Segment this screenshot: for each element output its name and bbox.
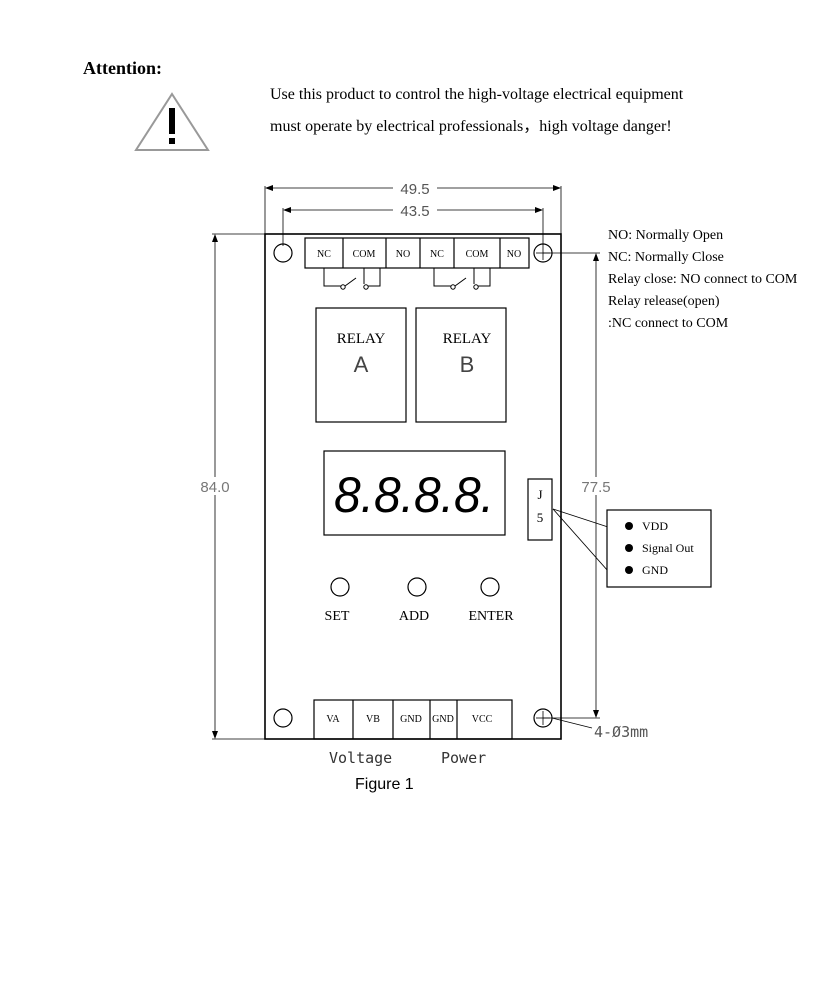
top-terminal-label: NO [507, 249, 521, 260]
relay-b-label: RELAY [443, 331, 492, 347]
relay-a-letter: A [354, 352, 369, 377]
holes-note: 4-Ø3mm [594, 723, 648, 741]
legend-line: NO: Normally Open [608, 228, 724, 243]
relay-b-box [415, 307, 507, 423]
power-label: Power [441, 749, 486, 767]
bottom-terminal-label: GND [432, 714, 454, 725]
top-terminal-label: COM [353, 249, 376, 260]
figure-caption: Figure 1 [355, 776, 414, 793]
bottom-terminal-block [313, 699, 513, 740]
top-terminal-label: NC [317, 249, 331, 260]
pin-gnd: GND [642, 563, 668, 577]
top-terminal-label: NC [430, 249, 444, 260]
set-button-circle [330, 577, 350, 597]
attention-line-1: Use this product to control the high-vol… [270, 86, 684, 103]
mounting-hole [533, 243, 553, 263]
set-button-label: SET [325, 609, 350, 624]
bottom-terminal-label: VA [326, 714, 340, 725]
warning-triangle-icon [134, 92, 210, 151]
bottom-terminal-label: VB [366, 714, 380, 725]
pin-dot [625, 566, 633, 574]
dim-hole-width: 43.5 [400, 203, 429, 220]
pin-vdd: VDD [642, 519, 668, 533]
top-terminal-block [304, 237, 530, 269]
relay-switch-symbol-a [323, 268, 381, 290]
j5-label-bottom: 5 [537, 510, 544, 525]
enter-button-label: ENTER [468, 609, 514, 624]
dim-outer-height: 84.0 [200, 479, 229, 496]
j5-connector [527, 478, 553, 541]
mounting-hole [273, 243, 293, 263]
relay-switch-symbol-b [433, 268, 491, 290]
legend-line: Relay close: NO connect to COM [608, 272, 798, 287]
bottom-terminal-label: VCC [472, 714, 493, 725]
legend-line: :NC connect to COM [608, 316, 729, 331]
dim-outer-width: 49.5 [400, 181, 429, 198]
bottom-terminal-label: GND [400, 714, 422, 725]
relay-b-letter: B [460, 352, 475, 377]
relay-a-box [315, 307, 407, 423]
pin-dot [625, 544, 633, 552]
attention-title: Attention: [83, 58, 162, 78]
add-button-label: ADD [399, 609, 429, 624]
dim-hole-height: 77.5 [581, 479, 610, 496]
display-digits: 8.8.8.8. [334, 467, 494, 523]
legend-line: NC: Normally Close [608, 250, 724, 265]
enter-button-circle [480, 577, 500, 597]
legend-line: Relay release(open) [608, 294, 720, 309]
mounting-hole [273, 708, 293, 728]
attention-line-2: must operate by electrical professionals… [270, 118, 672, 135]
voltage-label: Voltage [329, 749, 392, 767]
top-terminal-label: COM [466, 249, 489, 260]
top-terminal-label: NO [396, 249, 410, 260]
pin-signal-out: Signal Out [642, 541, 694, 555]
add-button-circle [407, 577, 427, 597]
j5-label-top: J [537, 487, 542, 502]
pin-dot [625, 522, 633, 530]
relay-a-label: RELAY [337, 331, 386, 347]
seven-segment-display [323, 450, 506, 536]
pinout-box [606, 509, 712, 588]
